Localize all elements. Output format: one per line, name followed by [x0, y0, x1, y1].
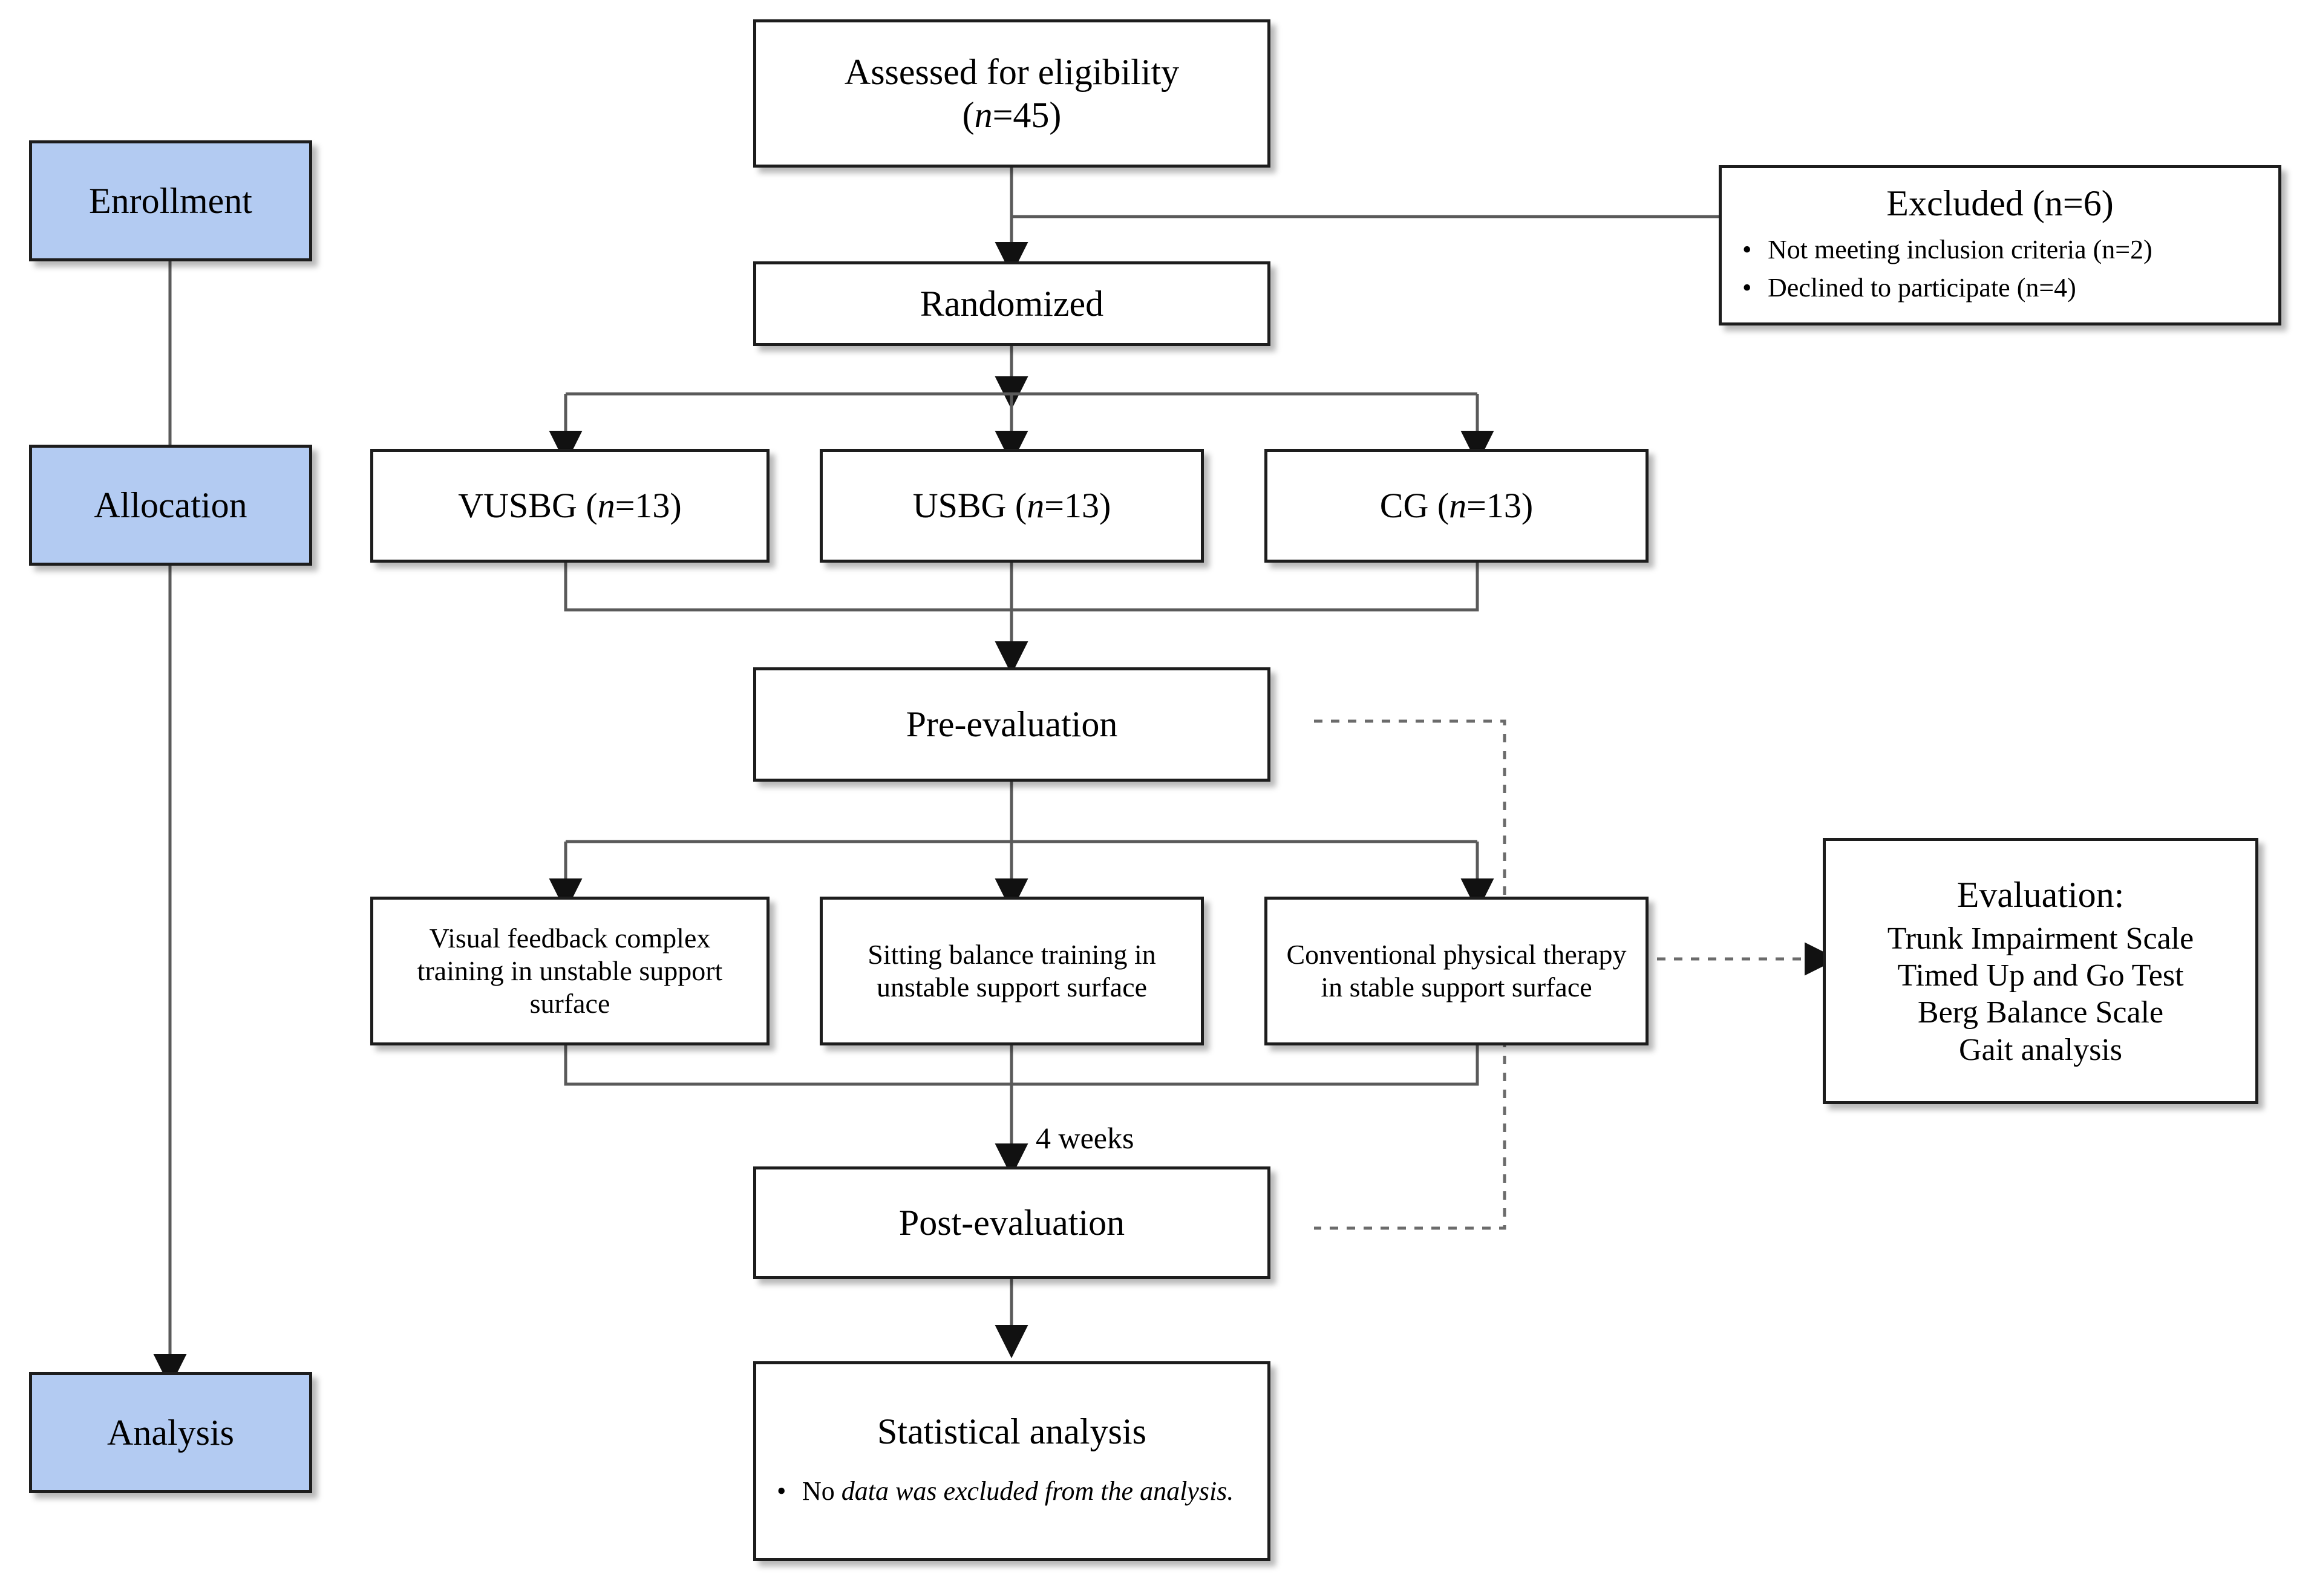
statistical-analysis-list-item: • No data was excluded from the analysis… [777, 1474, 1252, 1508]
phase-label-allocation: Allocation [29, 445, 312, 566]
node-intervention-sitting-balance: Sitting balance training in unstable sup… [820, 897, 1204, 1045]
node-assessed-for-eligibility: Assessed for eligibility (n=45) [753, 19, 1270, 168]
pre-evaluation-text: Pre-evaluation [906, 704, 1118, 745]
node-group-vusbg: VUSBG (n=13) [370, 449, 770, 563]
phase-allocation-text: Allocation [94, 485, 247, 525]
node-post-evaluation: Post-evaluation [753, 1166, 1270, 1279]
bullet-icon: • [777, 1476, 786, 1506]
node-randomized: Randomized [753, 261, 1270, 346]
assessed-line-2: (n=45) [962, 94, 1062, 135]
node-evaluation: Evaluation: Trunk Impairment Scale Timed… [1823, 838, 2258, 1104]
node-intervention-conventional-pt: Conventional physical therapy in stable … [1264, 897, 1649, 1045]
statistical-analysis-list: • No data was excluded from the analysis… [756, 1470, 1267, 1512]
post-evaluation-text: Post-evaluation [898, 1202, 1125, 1243]
node-excluded: Excluded (n=6) • Not meeting inclusion c… [1719, 165, 2281, 325]
assessed-line-1: Assessed for eligibility [844, 51, 1180, 92]
randomized-text: Randomized [920, 283, 1104, 324]
group-usbg-text: USBG (n=13) [912, 485, 1111, 525]
node-pre-evaluation: Pre-evaluation [753, 667, 1270, 782]
phase-label-enrollment: Enrollment [29, 140, 312, 261]
evaluation-item: Gait analysis [1958, 1032, 2123, 1067]
group-vusbg-text: VUSBG (n=13) [458, 485, 682, 525]
node-intervention-visual-feedback: Visual feedback complex training in unst… [370, 897, 770, 1045]
evaluation-item: Berg Balance Scale [1917, 995, 2164, 1030]
evaluation-item: Timed Up and Go Test [1897, 958, 2184, 993]
bullet-icon: • [1742, 272, 1752, 303]
phase-enrollment-text: Enrollment [89, 180, 252, 221]
intervention-sitting-balance-text: Sitting balance training in unstable sup… [868, 938, 1156, 1002]
group-cg-text: CG (n=13) [1379, 485, 1534, 525]
excluded-list-item: • Declined to participate (n=4) [1742, 270, 2263, 305]
node-statistical-analysis: Statistical analysis • No data was exclu… [753, 1361, 1270, 1561]
excluded-list: • Not meeting inclusion criteria (n=2) •… [1722, 229, 2278, 309]
node-group-usbg: USBG (n=13) [820, 449, 1204, 563]
evaluation-item: Trunk Impairment Scale [1887, 921, 2194, 956]
evaluation-header: Evaluation: [1956, 874, 2125, 915]
phase-analysis-text: Analysis [107, 1412, 234, 1453]
phase-label-analysis: Analysis [29, 1372, 312, 1493]
excluded-item-text: Not meeting inclusion criteria (n=2) [1768, 234, 2152, 264]
bullet-icon: • [1742, 234, 1752, 264]
excluded-list-item: • Not meeting inclusion criteria (n=2) [1742, 232, 2263, 267]
intervention-conventional-pt-text: Conventional physical therapy in stable … [1286, 938, 1627, 1002]
statistical-analysis-item-text: No data was excluded from the analysis. [802, 1476, 1234, 1506]
statistical-analysis-header: Statistical analysis [877, 1411, 1146, 1451]
node-group-cg: CG (n=13) [1264, 449, 1649, 563]
intervention-visual-feedback-text: Visual feedback complex training in unst… [417, 922, 723, 1019]
excluded-item-text: Declined to participate (n=4) [1768, 272, 2076, 303]
excluded-header: Excluded (n=6) [1886, 183, 2114, 223]
duration-label: 4 weeks [1036, 1121, 1134, 1155]
